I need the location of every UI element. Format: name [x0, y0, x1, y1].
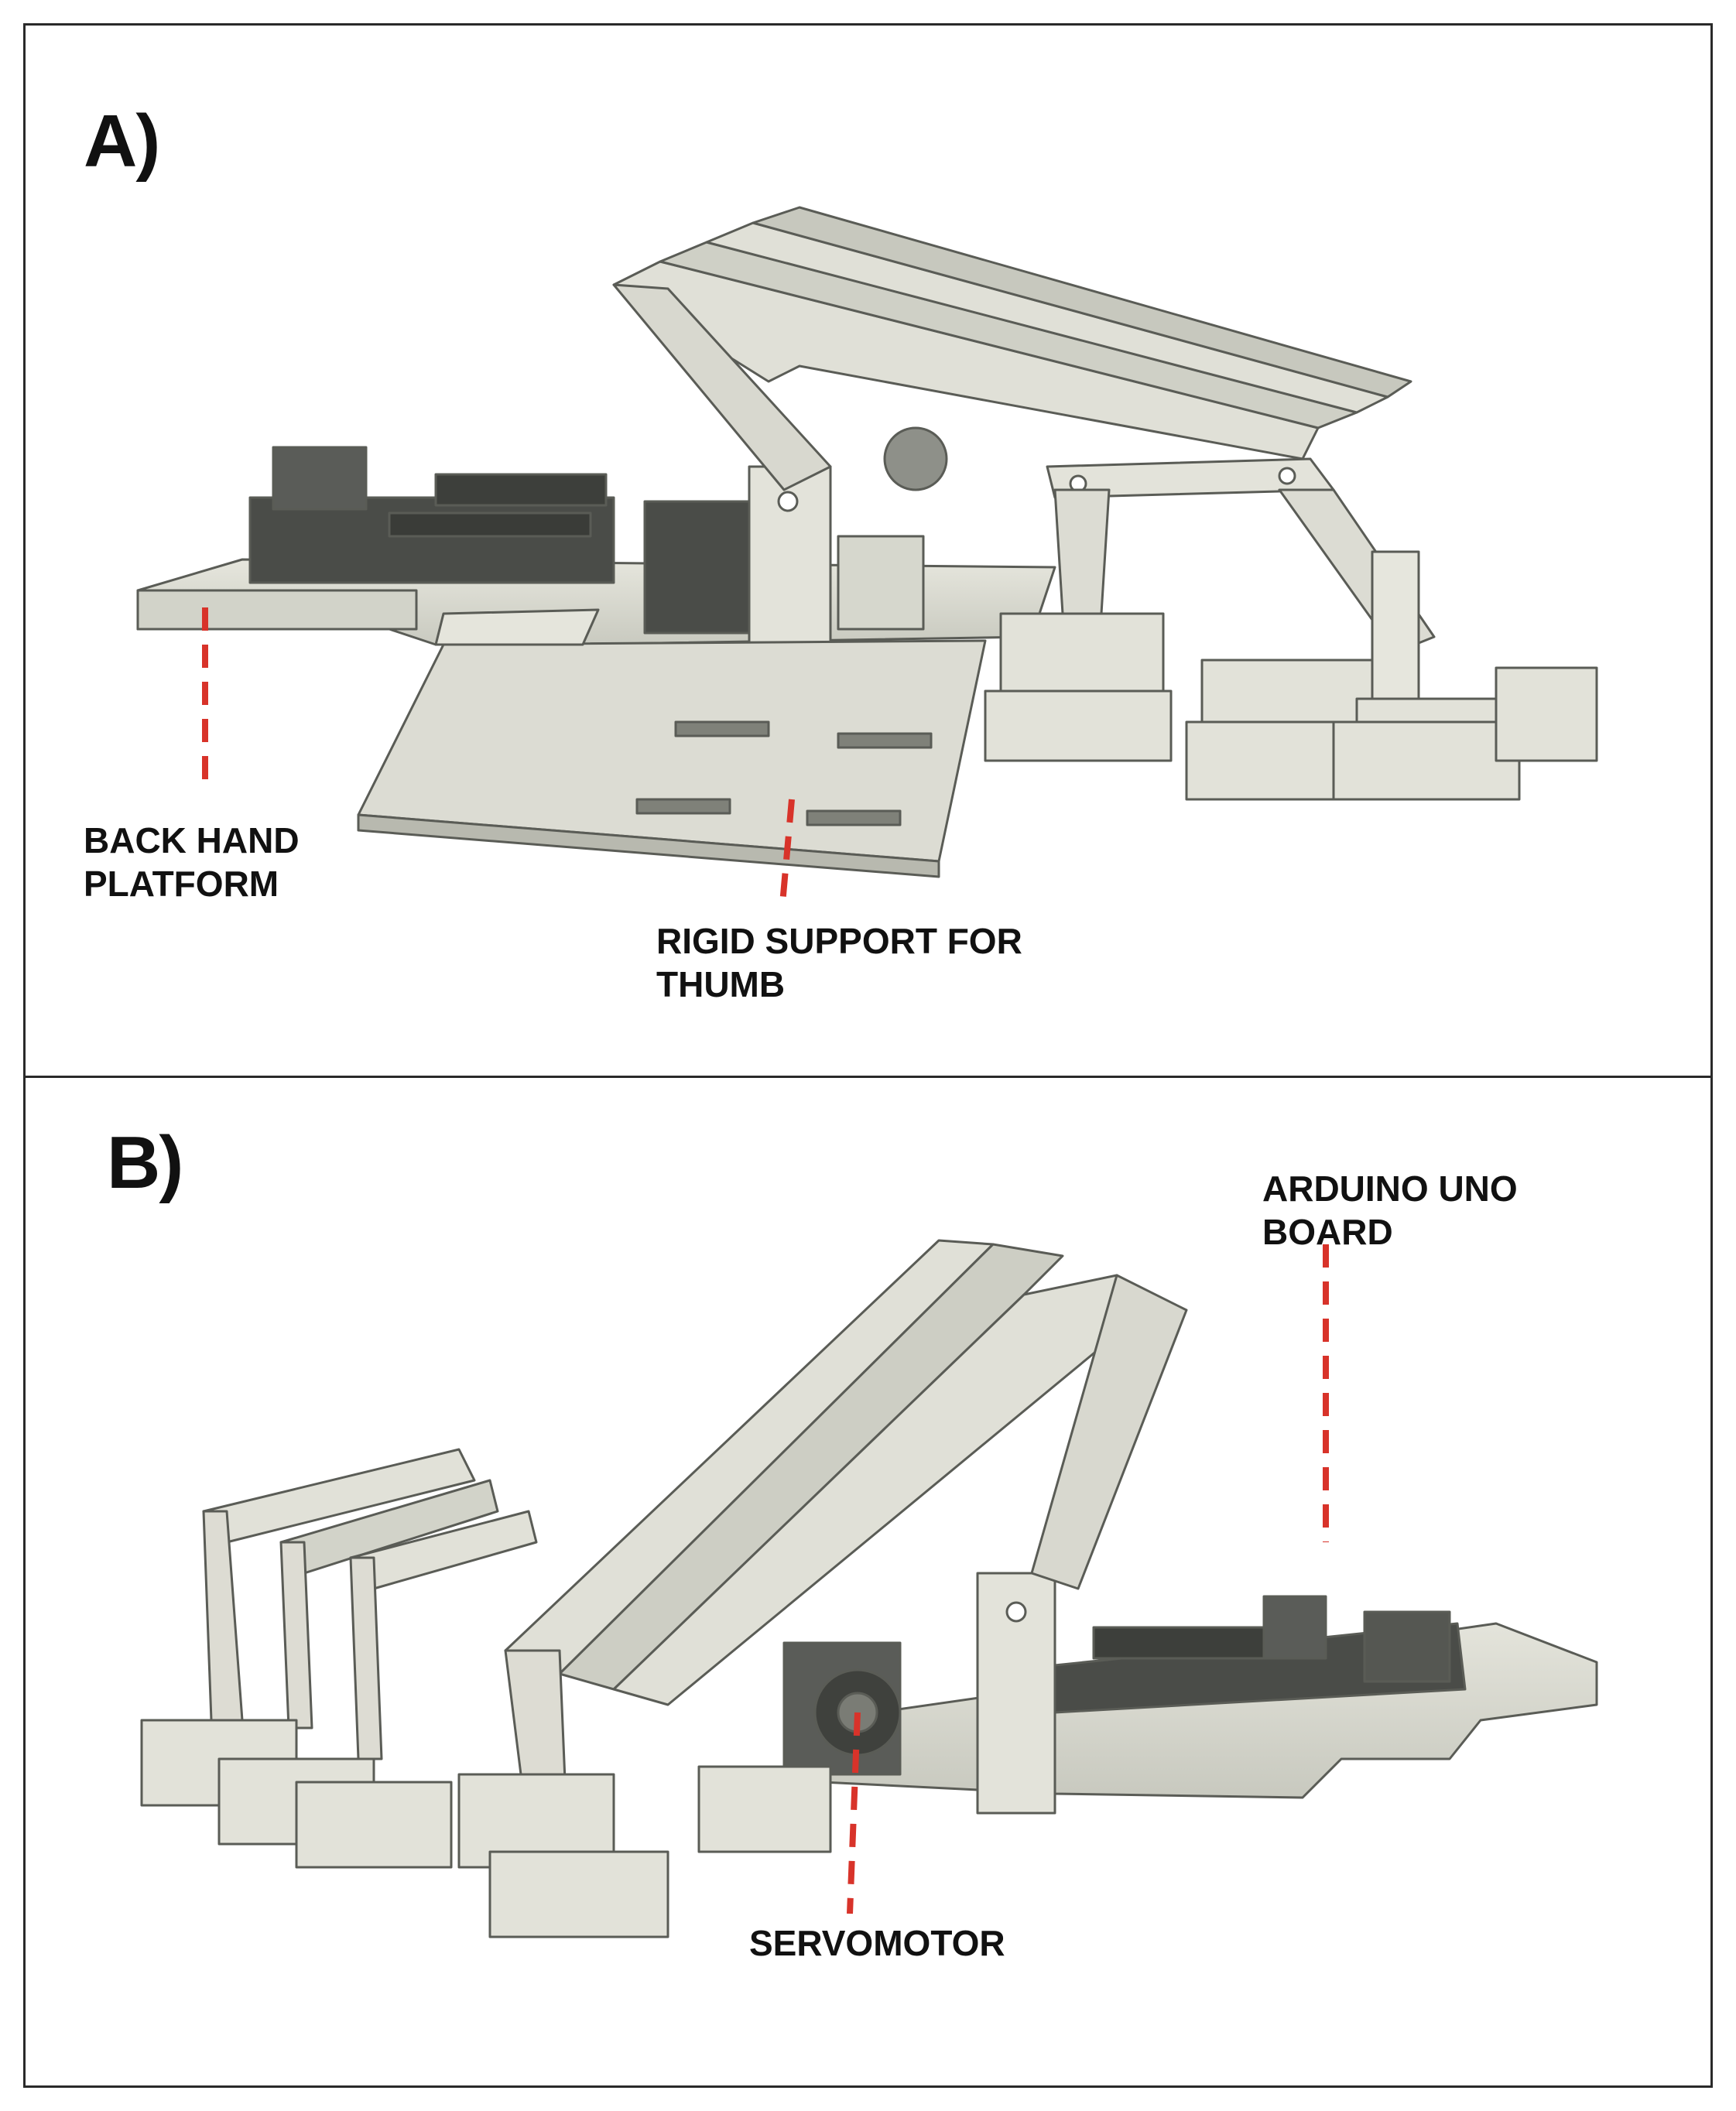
panel-a: A)	[23, 23, 1713, 1078]
callout-servomotor-line1: SERVOMOTOR	[749, 1923, 1005, 1963]
panel-a-label: A)	[84, 100, 160, 183]
callout-rigid-support: RIGID SUPPORT FOR THUMB	[656, 919, 1022, 1006]
callout-back-hand-platform: BACK HAND PLATFORM	[84, 819, 300, 905]
callout-rigid-support-line1: RIGID SUPPORT FOR	[656, 921, 1022, 961]
callout-arduino-line2: BOARD	[1262, 1212, 1393, 1252]
callout-servomotor: SERVOMOTOR	[749, 1921, 1005, 1965]
callout-rigid-support-line2: THUMB	[656, 964, 786, 1004]
panel-b: B)	[23, 1076, 1713, 2088]
leader-line-servomotor	[847, 1712, 861, 1914]
callout-back-hand-line1: BACK HAND	[84, 820, 300, 860]
leader-line-thumb	[779, 799, 795, 905]
panel-a-render	[136, 206, 1598, 905]
panel-b-render	[140, 1239, 1598, 1938]
panel-b-label: B)	[107, 1121, 183, 1204]
callout-arduino-line1: ARDUINO UNO	[1262, 1168, 1518, 1209]
arduino-board-a	[248, 446, 615, 584]
callout-arduino: ARDUINO UNO BOARD	[1262, 1167, 1518, 1254]
finger-base-blocks-b	[140, 1719, 832, 1938]
callout-back-hand-line2: PLATFORM	[84, 864, 279, 904]
finger-base-blocks	[984, 612, 1598, 801]
